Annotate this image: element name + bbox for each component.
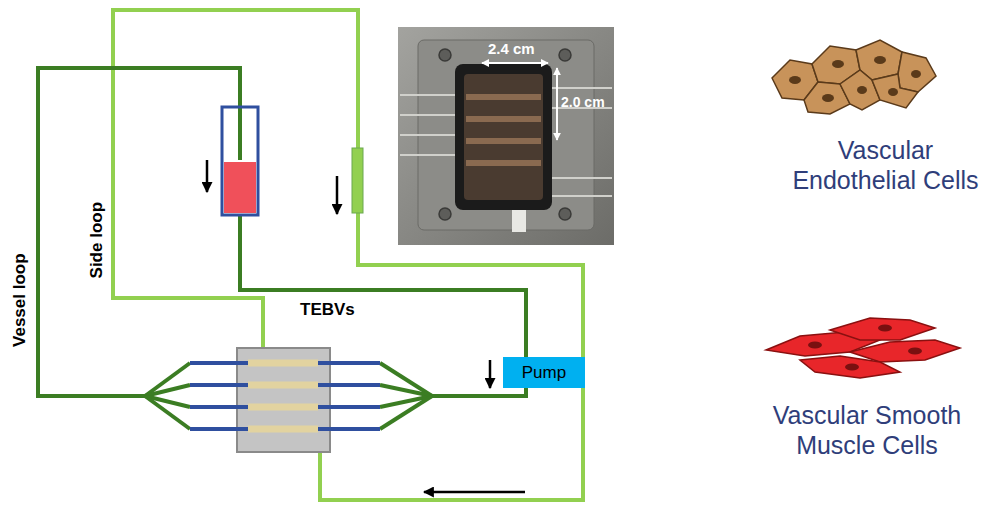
tebv-label: TEBVs	[300, 300, 355, 320]
endothelial-cells	[789, 56, 921, 102]
device-photo	[466, 94, 541, 166]
loop-label: Side loop	[87, 202, 107, 279]
cell-type-label: Vascular Endothelial Cells	[783, 135, 985, 195]
endothelial-cells	[911, 70, 921, 78]
device-photo	[466, 94, 541, 100]
reservoir	[222, 107, 258, 215]
endothelial-cells	[789, 76, 801, 84]
device-photo	[439, 208, 451, 220]
bioreactor-chip	[190, 427, 380, 431]
bioreactor-chip	[248, 360, 318, 367]
device-photo	[464, 74, 543, 200]
endothelial-cells	[888, 88, 898, 96]
flow-arrow	[336, 176, 339, 214]
bioreactor-chip	[190, 361, 380, 365]
bioreactor-chip	[190, 383, 380, 387]
vessel-loop-line	[38, 68, 240, 396]
bioreactor-chip	[190, 363, 380, 429]
bioreactor-chip	[248, 363, 318, 429]
device-photo	[559, 208, 571, 220]
endothelial-cells	[832, 60, 844, 68]
device-photo	[466, 138, 541, 144]
device-photo	[512, 210, 526, 232]
flow-arrow	[489, 360, 492, 388]
endothelial-cells	[840, 70, 880, 110]
device-photo	[482, 62, 548, 64]
vessel-loop-line	[380, 385, 432, 396]
device-photo	[400, 154, 455, 156]
device-photo	[559, 49, 571, 61]
device-photo	[556, 68, 558, 140]
bioreactor-chip	[190, 405, 380, 409]
smooth-muscle-cells	[845, 364, 859, 371]
dimension-label: 2.4 cm	[488, 40, 535, 58]
device-photo	[439, 49, 451, 61]
device-photo	[400, 114, 455, 116]
vessel-loop-line	[145, 363, 190, 396]
device-photo	[400, 134, 455, 136]
vessel-loop-line	[432, 388, 526, 396]
vessel-loop-line	[380, 363, 432, 396]
flow-arrow	[424, 491, 525, 494]
device-photo	[400, 94, 455, 96]
device-photo	[552, 87, 612, 89]
side-loop-line	[113, 10, 583, 500]
device-photo	[439, 49, 571, 220]
smooth-muscle-cells	[850, 340, 960, 362]
reservoir	[224, 162, 256, 213]
endothelial-cells	[857, 86, 867, 94]
device-photo	[398, 27, 614, 245]
device-photo	[398, 27, 614, 245]
smooth-muscle-cells	[808, 342, 822, 349]
device-photo	[552, 177, 612, 179]
bioreactor-chip	[237, 348, 330, 452]
side-loop-element	[352, 148, 363, 213]
vessel-loop-line	[145, 396, 190, 429]
pump-box: Pump	[503, 357, 585, 388]
loop-label: Vessel loop	[10, 253, 30, 347]
vessel-loop-line	[145, 385, 190, 396]
bioreactor-chip	[248, 426, 318, 433]
dimension-label: 2.0 cm	[561, 94, 605, 111]
device-photo	[466, 160, 541, 166]
smooth-muscle-cells	[766, 318, 960, 378]
vessel-loop-line	[380, 396, 432, 429]
smooth-muscle-cells	[808, 325, 922, 371]
bioreactor-chip	[248, 404, 318, 411]
device-photo	[552, 195, 612, 197]
node-text: Pump	[522, 363, 566, 383]
smooth-muscle-cells	[800, 356, 900, 378]
endothelial-cells	[874, 56, 886, 64]
bioreactor-chip	[248, 382, 318, 389]
smooth-muscle-cells	[830, 318, 935, 340]
endothelial-cells	[822, 94, 834, 102]
cell-type-label: Vascular Smooth Muscle Cells	[757, 400, 977, 460]
device-photo	[482, 63, 557, 140]
flow-arrow	[206, 160, 209, 192]
endothelial-cells	[898, 52, 936, 92]
side-loop-line	[113, 10, 358, 348]
reservoir	[222, 107, 258, 215]
endothelial-cells	[872, 74, 918, 108]
bioreactor-chip	[190, 348, 380, 452]
smooth-muscle-cells	[878, 325, 892, 332]
endothelial-cells	[772, 40, 936, 114]
device-photo	[455, 64, 552, 210]
device-photo	[466, 116, 541, 122]
side-loop-element	[352, 148, 363, 213]
smooth-muscle-cells	[908, 348, 922, 355]
